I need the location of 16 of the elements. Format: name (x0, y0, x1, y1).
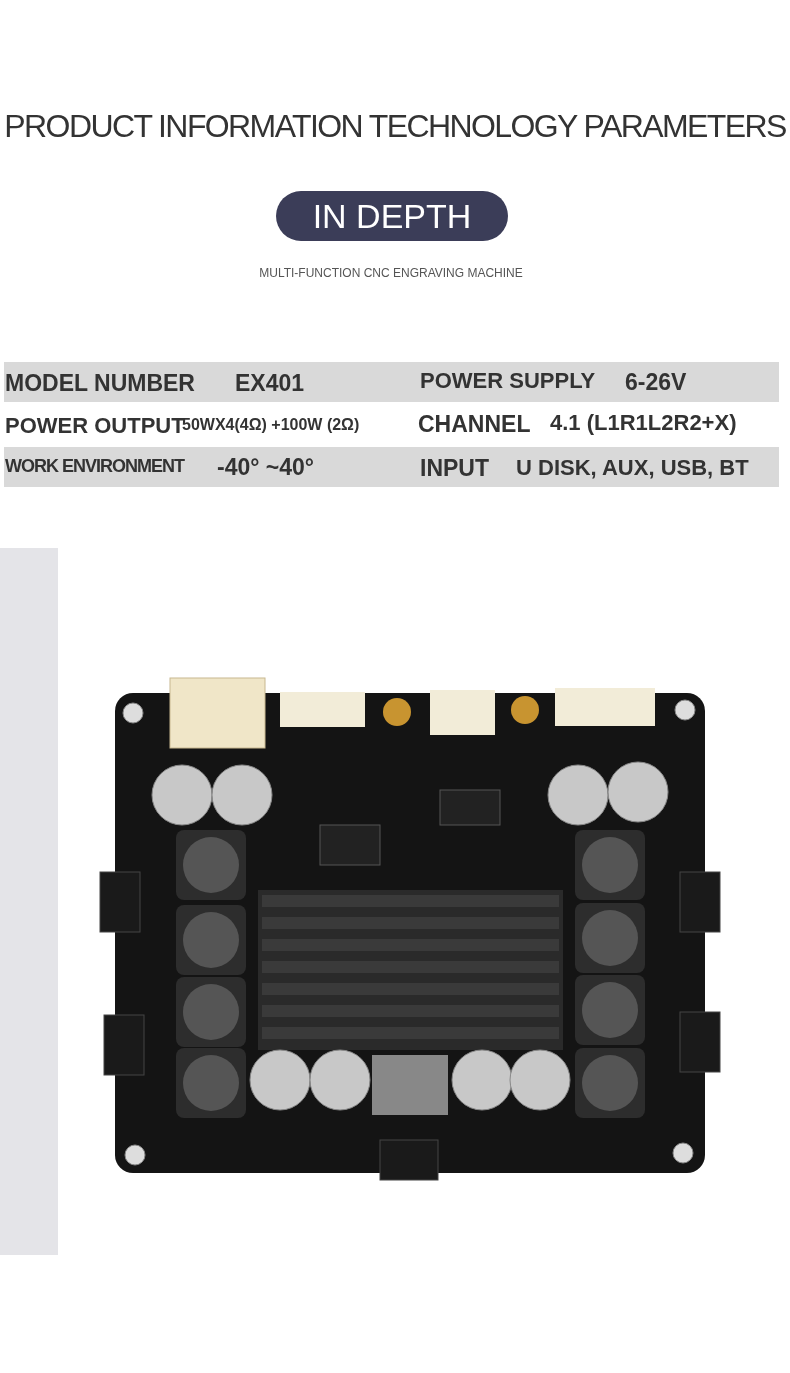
table-cell: WORK ENVIRONMENT (5, 456, 184, 477)
table-cell: MODEL NUMBER (5, 370, 195, 397)
table-cell: 4.1 (L1R1L2R2+X) (550, 410, 737, 436)
table-cell: POWER SUPPLY (420, 368, 596, 394)
heading-pill (276, 191, 508, 241)
pill-text: IN DEPTH (312, 196, 472, 236)
table-cell: -40° ~40° (217, 454, 315, 481)
page-title: PRODUCT INFORMATION TECHNOLOGY PARAMETERS (3, 108, 787, 145)
table-cell: POWER OUTPUT (5, 413, 185, 439)
table-cell: EX401 (235, 370, 305, 397)
table-cell: INPUT (420, 455, 489, 482)
table-cell: 6-26V (625, 369, 687, 396)
table-cell: U DISK, AUX, USB, BT (516, 455, 749, 481)
subtitle: MULTI-FUNCTION CNC ENGRAVING MACHINE (258, 266, 524, 280)
table-cell: CHANNEL (418, 411, 531, 438)
table-cell: 50WX4(4Ω) +100W (2Ω) (182, 416, 360, 434)
